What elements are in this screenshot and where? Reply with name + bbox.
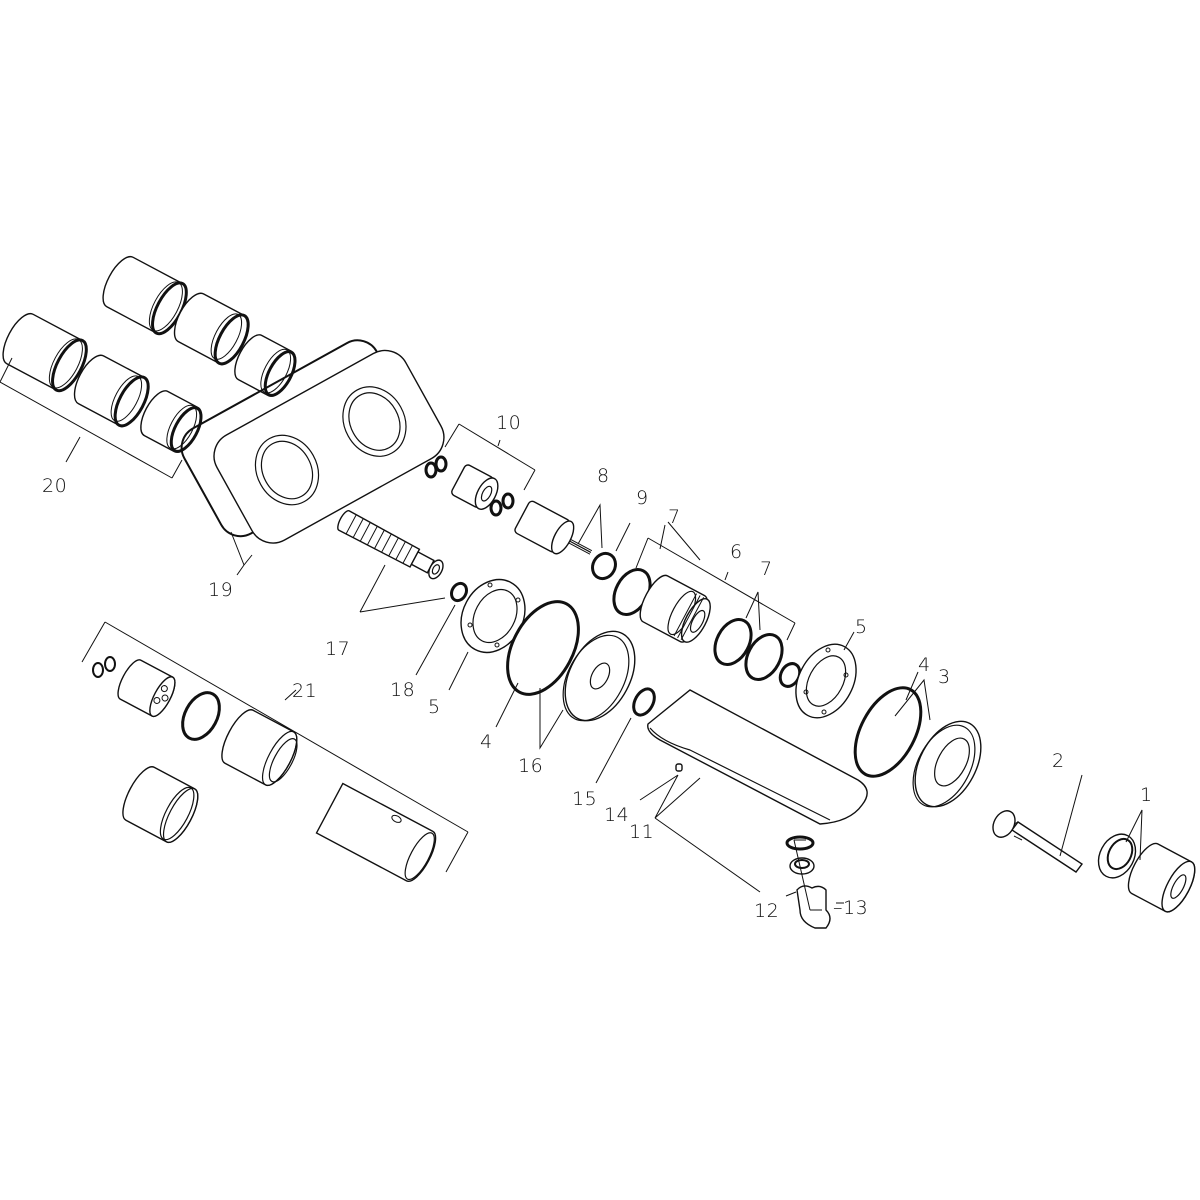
part-8-cartridge	[514, 500, 631, 581]
part-10-valve-body-set	[424, 423, 536, 517]
callout-9: 9	[636, 487, 649, 509]
callout-17: 17	[325, 638, 351, 660]
callout-4-right: 4	[918, 654, 931, 676]
part-3-rosette-disc	[894, 678, 982, 808]
part-16-rosette	[539, 630, 636, 750]
callout-7-right: 7	[760, 558, 773, 580]
callout-13: –13	[833, 897, 869, 919]
callout-7-left: 7	[668, 506, 681, 528]
part-5-flange-left	[448, 578, 526, 691]
part-4-o-ring-right	[853, 671, 923, 778]
callout-14: 14	[604, 804, 630, 826]
part-12-aerator-set	[785, 835, 844, 929]
callout-3: 3	[938, 666, 951, 688]
callout-1: 1	[1140, 784, 1153, 806]
part-19-cover-plate	[180, 339, 445, 576]
callout-10: 10	[496, 412, 522, 434]
callout-20: 20	[42, 475, 68, 497]
part-21-service-kit	[81, 621, 469, 882]
callout-15: 15	[572, 788, 598, 810]
callout-19: 19	[208, 579, 234, 601]
part-1-cap-and-bushing	[1097, 809, 1196, 913]
part-15-o-ring	[595, 687, 656, 784]
part-11-spout	[639, 689, 868, 893]
callout-18: 18	[390, 679, 416, 701]
callout-8: 8	[597, 465, 610, 487]
part-2-spindle-rod	[992, 774, 1084, 873]
callout-5-right: 5	[855, 616, 868, 638]
callout-4-left: 4	[480, 731, 493, 753]
callout-6: 6	[730, 541, 743, 563]
callout-21: 21	[292, 680, 318, 702]
part-17-extension-spindle	[337, 510, 468, 676]
callout-16: 16	[518, 755, 544, 777]
part-6-sleeve-assembly	[612, 521, 802, 688]
callout-5-left: 5	[428, 696, 441, 718]
part-4-o-ring-left	[495, 600, 580, 728]
callout-12: 12	[754, 900, 780, 922]
callout-2: 2	[1052, 750, 1065, 772]
part-5-flange-right	[795, 631, 857, 719]
part-20-handle-sleeves	[0, 256, 297, 479]
callout-11: 11	[629, 821, 655, 843]
